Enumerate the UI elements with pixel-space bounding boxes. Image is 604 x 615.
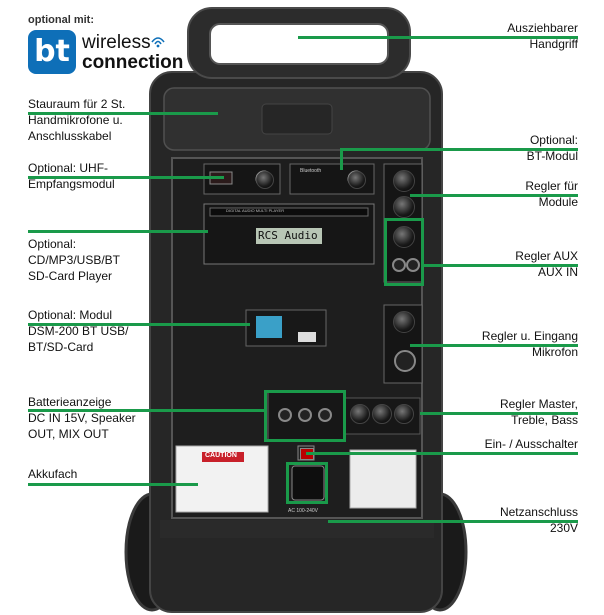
label-netz: Netzanschluss 230V: [500, 504, 578, 536]
label-line: Regler AUX: [515, 249, 578, 263]
logo-line1: wireless: [82, 32, 151, 53]
label-line: Regler Master,: [499, 397, 578, 411]
label-line: BT/SD-Card: [28, 340, 94, 354]
mic-input-jack[interactable]: [394, 350, 416, 372]
label-bt: Optional: BT-Modul: [527, 132, 578, 164]
label-line: Optional:: [529, 133, 578, 147]
handgriff-leader: [298, 36, 578, 39]
netz-leader: [328, 520, 578, 523]
optional-label: optional mit:: [28, 14, 94, 26]
mix-out-socket[interactable]: [318, 408, 332, 422]
cd-display-screen: [256, 228, 322, 244]
bluetooth-logo: bt: [28, 30, 76, 74]
uhf-leader: [28, 176, 224, 179]
label-line: Anschlusskabel: [28, 129, 112, 143]
cd-display-text: RCS Audio: [258, 229, 318, 242]
label-line: Batterieanzeige: [28, 395, 112, 409]
label-line: BT-Modul: [526, 149, 578, 163]
label-line: Regler u. Eingang: [481, 329, 578, 343]
cd-header-text: DIGITAL AUDIO MULTI PLAYER: [226, 208, 285, 213]
label-line: Optional: Modul: [28, 308, 113, 322]
wifi-arcs-icon: [151, 37, 165, 48]
master-leader: [420, 412, 578, 415]
label-line: OUT, MIX OUT: [28, 427, 109, 441]
module-knob-2[interactable]: [393, 196, 415, 218]
bt-volume-knob[interactable]: [348, 171, 366, 189]
label-uhf: Optional: UHF- Empfangsmodul: [28, 160, 115, 192]
label-line: DC IN 15V, Speaker: [28, 411, 136, 425]
batterie-callout-box: [264, 390, 346, 442]
bt-leader-vert: [340, 148, 343, 170]
dc-in-socket[interactable]: [278, 408, 292, 422]
aux-knob[interactable]: [393, 226, 415, 248]
master-knob[interactable]: [350, 404, 370, 424]
label-stauraum: Stauraum für 2 St. Handmikrofone u. Ansc…: [28, 96, 125, 144]
bass-knob[interactable]: [394, 404, 414, 424]
cd-leader: [28, 230, 208, 233]
label-line: Akkufach: [28, 467, 78, 481]
label-line: DSM-200 BT USB/: [28, 324, 129, 338]
label-line: Ausziehbarer: [507, 21, 578, 35]
label-line: Ein- / Ausschalter: [484, 437, 578, 451]
label-akku: Akkufach: [28, 466, 77, 482]
schalter-leader: [306, 452, 578, 455]
module-knob-1[interactable]: [393, 170, 415, 192]
power-socket: [291, 465, 325, 501]
batterie-leader: [28, 409, 266, 412]
aux-leader: [424, 264, 578, 267]
treble-knob[interactable]: [372, 404, 392, 424]
mikrofon-leader: [410, 344, 578, 347]
bt-module-text: Bluetooth: [300, 168, 322, 174]
label-line: SD-Card Player: [28, 269, 113, 283]
mic-knob[interactable]: [393, 311, 415, 333]
label-line: 230V: [549, 521, 578, 535]
power-text: AC 100-240V: [288, 508, 319, 514]
label-line: AUX IN: [537, 265, 578, 279]
label-dsm: Optional: Modul DSM-200 BT USB/ BT/SD-Ca…: [28, 307, 128, 355]
label-line: Empfangsmodul: [28, 177, 115, 191]
label-handgriff: Ausziehbarer Handgriff: [507, 20, 578, 52]
uhf-volume-knob[interactable]: [256, 171, 274, 189]
aux-in-jack-left[interactable]: [392, 258, 406, 272]
label-mikrofon: Regler u. Eingang Mikrofon: [482, 328, 578, 360]
info-sticker: [349, 449, 417, 509]
label-batterie: Batterieanzeige DC IN 15V, Speaker OUT, …: [28, 394, 136, 442]
stauraum-leader: [28, 112, 218, 115]
label-master: Regler Master, Treble, Bass: [500, 396, 578, 428]
label-line: Optional:: [28, 237, 77, 251]
caution-text: CAUTION: [205, 452, 237, 459]
bt-mark: bt: [34, 34, 70, 69]
module-leader: [410, 194, 578, 197]
label-line: CD/MP3/USB/BT: [28, 253, 121, 267]
label-cd: Optional: CD/MP3/USB/BT SD-Card Player: [28, 236, 120, 284]
label-line: Treble, Bass: [511, 413, 578, 427]
label-line: Mikrofon: [531, 345, 578, 359]
label-schalter: Ein- / Ausschalter: [485, 436, 578, 452]
akku-leader: [28, 483, 198, 486]
aux-callout-box: [384, 218, 424, 286]
label-module: Regler für Module: [525, 178, 578, 210]
label-line: Module: [538, 195, 578, 209]
dsm-leader: [28, 323, 250, 326]
aux-in-jack-right[interactable]: [406, 258, 420, 272]
bt-leader: [340, 148, 578, 151]
label-aux: Regler AUX AUX IN: [515, 248, 578, 280]
label-line: Handmikrofone u.: [28, 113, 123, 127]
label-line: Stauraum für 2 St.: [28, 97, 126, 111]
label-line: Netzanschluss: [499, 505, 578, 519]
speaker-out-socket[interactable]: [298, 408, 312, 422]
label-line: Handgriff: [529, 37, 578, 51]
label-line: Optional: UHF-: [28, 161, 109, 175]
netz-callout-box: [286, 462, 328, 504]
logo-line2: connection: [82, 52, 184, 73]
label-line: Regler für: [525, 179, 578, 193]
